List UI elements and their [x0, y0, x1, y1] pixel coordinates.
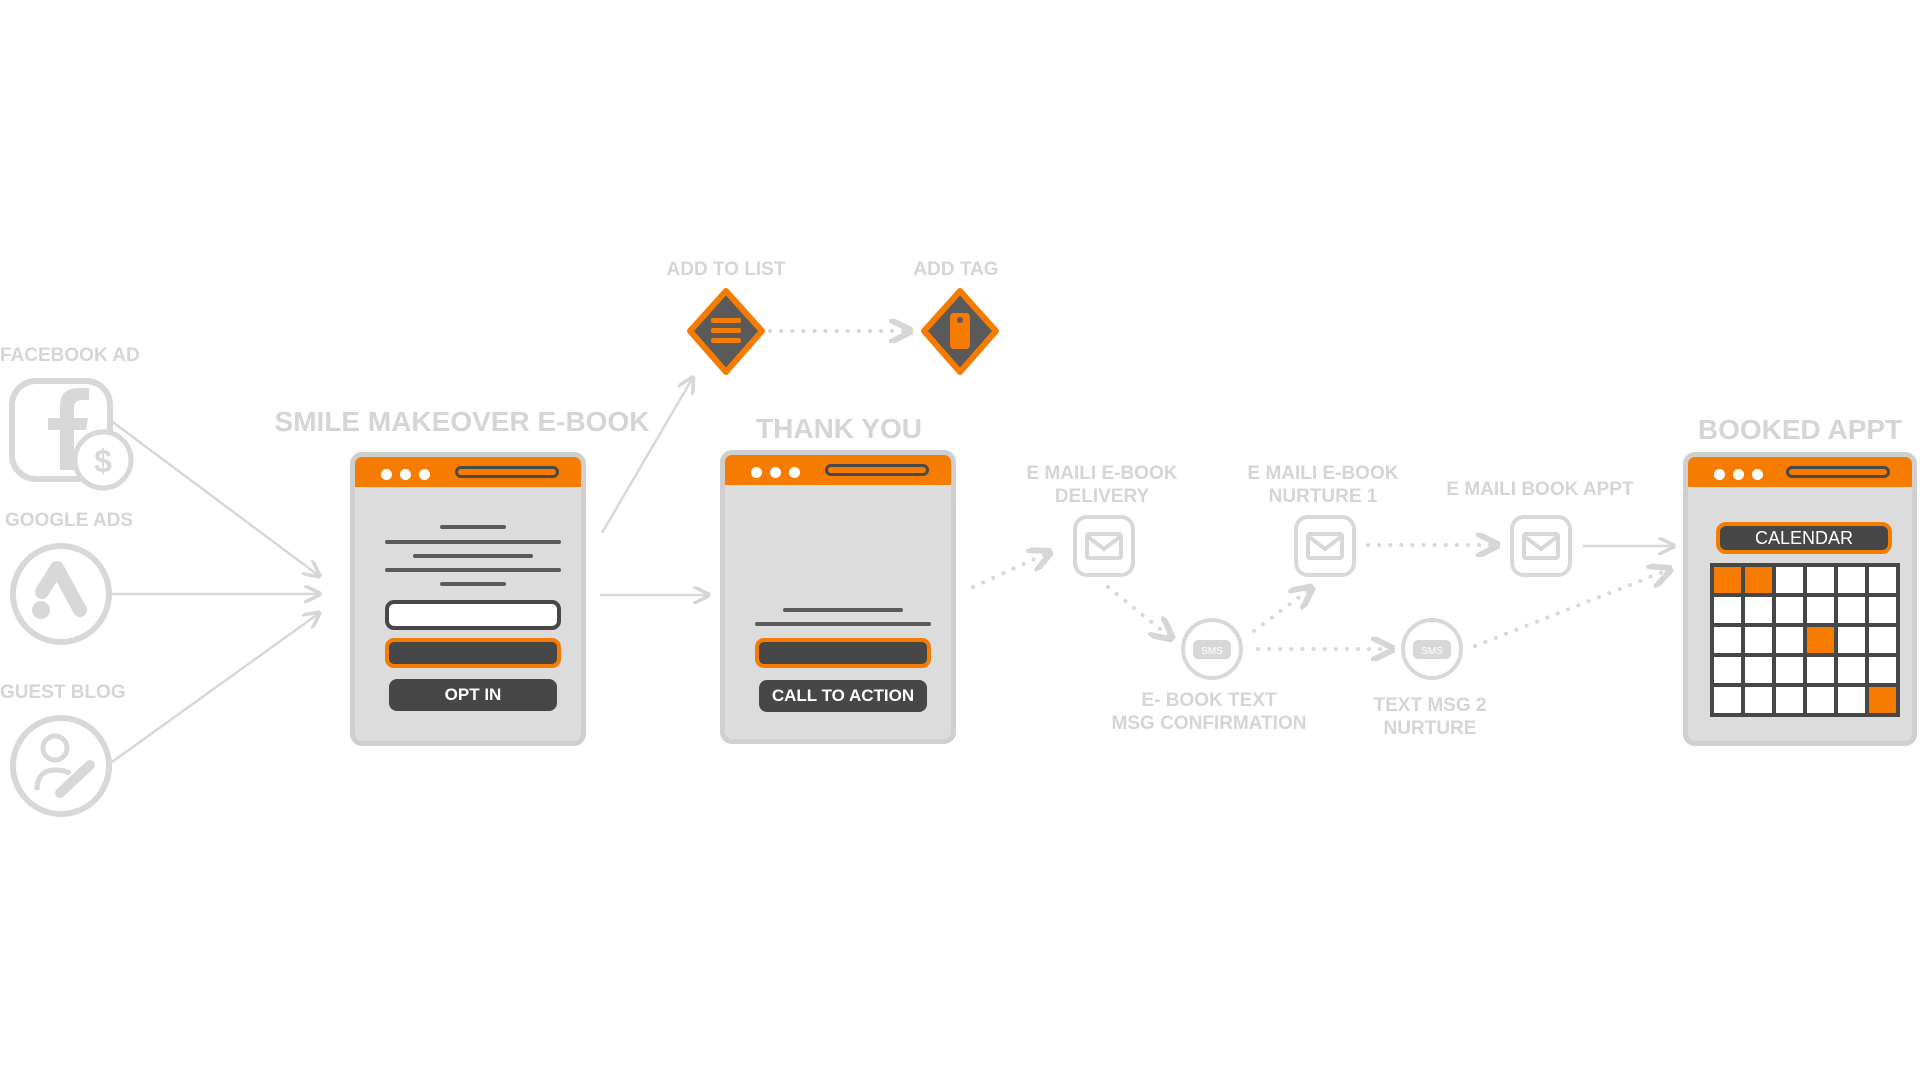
- calendar-day[interactable]: [1714, 597, 1741, 623]
- window-dots: [751, 465, 808, 483]
- calendar-day-booked[interactable]: [1869, 687, 1896, 713]
- booked-appt-window: CALENDAR: [1683, 452, 1917, 746]
- sms-nurture-label: TEXT MSG 2 NURTURE: [1373, 695, 1487, 739]
- url-bar: [1786, 466, 1890, 478]
- google-ads-icon: [10, 543, 112, 645]
- facebook-ad-label: FACEBOOK AD: [0, 345, 140, 366]
- calendar-grid: [1710, 563, 1900, 717]
- calendar-day[interactable]: [1776, 627, 1803, 653]
- guest-blog-icon: [10, 715, 112, 817]
- calendar-day[interactable]: [1838, 567, 1865, 593]
- guest-blog-label: GUEST BLOG: [0, 682, 126, 703]
- connector-thankyou-email1: [971, 553, 1048, 589]
- sms-icon: SMS: [1401, 618, 1463, 680]
- call-to-action-button[interactable]: CALL TO ACTION: [759, 680, 927, 712]
- calendar-day[interactable]: [1838, 627, 1865, 653]
- url-bar: [825, 464, 929, 476]
- sms-badge: SMS: [1201, 646, 1223, 657]
- calendar-day[interactable]: [1714, 657, 1741, 683]
- connector-optin-list: [600, 379, 692, 534]
- optin-page-window: OPT IN: [350, 452, 586, 746]
- optin-secondary-field[interactable]: [385, 638, 561, 668]
- calendar-day[interactable]: [1776, 597, 1803, 623]
- calendar-day[interactable]: [1745, 687, 1772, 713]
- email-icon: [1510, 515, 1572, 577]
- text-line: [413, 554, 533, 558]
- text-line: [440, 582, 506, 586]
- email-nurture-label: E MAILI E-BOOK NURTURE 1: [1247, 463, 1399, 507]
- connector-facebook: [109, 418, 318, 575]
- connector-blog: [111, 614, 318, 764]
- optin-page-title: SMILE MAKEOVER E-BOOK: [274, 406, 650, 437]
- connector-sms2-booked: [1473, 570, 1668, 648]
- text-line: [783, 608, 903, 612]
- connector-email1-sms1: [1106, 585, 1170, 637]
- sms-badge: SMS: [1421, 646, 1443, 657]
- source-connectors: [109, 379, 1672, 764]
- text-line: [755, 622, 931, 626]
- calendar-day[interactable]: [1776, 657, 1803, 683]
- add-to-list-icon: [687, 288, 765, 375]
- url-bar: [455, 466, 559, 478]
- text-line: [440, 525, 506, 529]
- google-ads-label: GOOGLE ADS: [5, 510, 134, 531]
- facebook-dollar-icon: $: [9, 378, 134, 491]
- calendar-header: CALENDAR: [1716, 522, 1892, 554]
- opt-in-button[interactable]: OPT IN: [389, 679, 557, 711]
- calendar-day[interactable]: [1807, 687, 1834, 713]
- calendar-day[interactable]: [1807, 597, 1834, 623]
- email-icon: [1073, 515, 1135, 577]
- window-titlebar: [725, 455, 951, 485]
- calendar-day[interactable]: [1776, 567, 1803, 593]
- connector-sms1-email2: [1252, 589, 1310, 633]
- text-line: [385, 540, 561, 544]
- sms-confirmation-label: E- BOOK TEXT MSG CONFIRMATION: [1111, 690, 1307, 734]
- svg-text:$: $: [94, 443, 112, 479]
- calendar-day[interactable]: [1807, 567, 1834, 593]
- calendar-day-booked[interactable]: [1714, 567, 1741, 593]
- calendar-day[interactable]: [1745, 597, 1772, 623]
- booked-appt-title: BOOKED APPT: [1697, 414, 1903, 445]
- window-titlebar: [1688, 457, 1912, 487]
- calendar-day-booked[interactable]: [1745, 567, 1772, 593]
- calendar-day[interactable]: [1838, 657, 1865, 683]
- sms-icon: SMS: [1181, 618, 1243, 680]
- window-dots: [1714, 467, 1771, 485]
- email-delivery-label: E MAILI E-BOOK DELIVERY: [1026, 463, 1178, 507]
- text-line: [385, 568, 561, 572]
- add-tag-icon: [921, 288, 999, 375]
- calendar-day[interactable]: [1869, 597, 1896, 623]
- calendar-day[interactable]: [1869, 657, 1896, 683]
- calendar-day[interactable]: [1714, 627, 1741, 653]
- calendar-day[interactable]: [1838, 597, 1865, 623]
- add-tag-label: ADD TAG: [913, 259, 999, 280]
- calendar-day[interactable]: [1838, 687, 1865, 713]
- thankyou-page-title: THANK YOU: [756, 413, 922, 444]
- window-dots: [381, 467, 438, 485]
- email-icon: [1294, 515, 1356, 577]
- add-to-list-label: ADD TO LIST: [666, 259, 786, 280]
- email-book-appt-label: E MAILI BOOK APPT: [1446, 479, 1634, 500]
- calendar-day[interactable]: [1714, 687, 1741, 713]
- optin-input-field[interactable]: [385, 600, 561, 630]
- calendar-day[interactable]: [1869, 567, 1896, 593]
- thankyou-page-window: CALL TO ACTION: [720, 450, 956, 744]
- calendar-day[interactable]: [1869, 627, 1896, 653]
- calendar-day[interactable]: [1745, 627, 1772, 653]
- thankyou-field[interactable]: [755, 638, 931, 668]
- calendar-day[interactable]: [1776, 687, 1803, 713]
- calendar-day[interactable]: [1745, 657, 1772, 683]
- calendar-day-booked[interactable]: [1807, 627, 1834, 653]
- dotted-connectors: [768, 331, 1668, 649]
- window-titlebar: [355, 457, 581, 487]
- calendar-day[interactable]: [1807, 657, 1834, 683]
